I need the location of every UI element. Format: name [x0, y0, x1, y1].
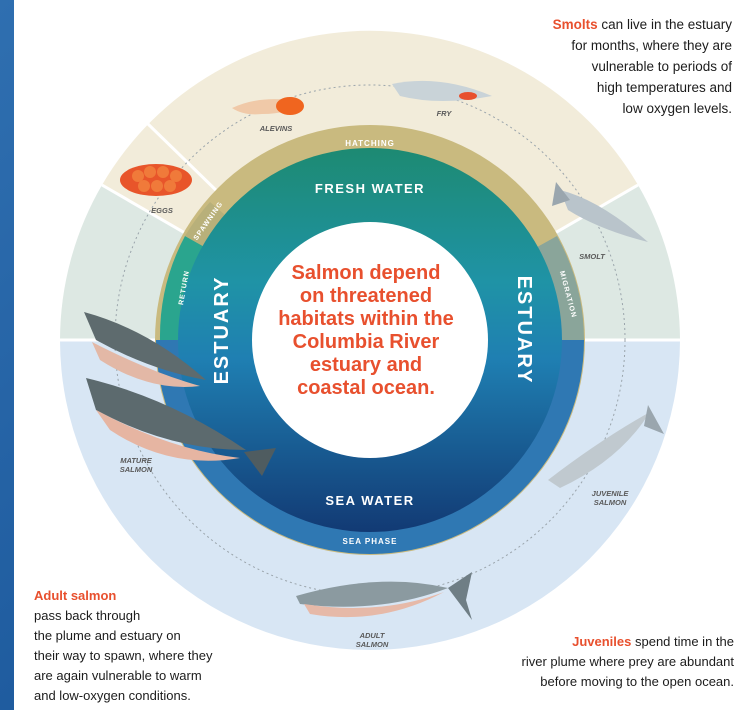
juveniles-text: spend time in the [634, 634, 734, 649]
juvenile-caption-1: JUVENILE [592, 489, 630, 498]
center-line: on threatened [299, 285, 433, 307]
alevin-illustration [232, 97, 304, 115]
adult-line: the plume and estuary on [34, 628, 181, 643]
smolts-line: for months, where they are [571, 38, 732, 53]
adult-salmon-callout: Adult salmon pass back through the plume… [34, 586, 264, 706]
juveniles-line: river plume where prey are abundant [521, 654, 734, 669]
alevins-caption: ALEVINS [259, 124, 293, 133]
hatching-label: HATCHING [345, 139, 395, 148]
smolts-highlight: Smolts [552, 17, 598, 32]
adult-illustration [296, 572, 472, 620]
smolts-line: high temperatures and [596, 80, 732, 95]
adult-line: and low-oxygen conditions. [34, 688, 191, 703]
juvenile-illustration [548, 405, 664, 488]
smolt-caption: SMOLT [579, 252, 606, 261]
center-line: coastal ocean. [297, 377, 435, 399]
adult-caption-1: ADULT [359, 631, 386, 640]
juvenile-caption-2: SALMON [594, 498, 627, 507]
adult-highlight: Adult salmon [34, 588, 117, 603]
estuary-right-label: ESTUARY [513, 276, 535, 385]
mature-caption-2: SALMON [120, 465, 153, 474]
adult-line: pass back through [34, 608, 141, 623]
center-circle [252, 222, 488, 458]
smolts-text: can live in the estuary [601, 17, 732, 32]
center-heading: Salmon depend on threatened habitats wit… [266, 262, 466, 400]
sea-water-label: SEA WATER [325, 493, 414, 508]
mature-caption-1: MATURE [120, 456, 153, 465]
sea-phase-label: SEA PHASE [343, 537, 398, 546]
adult-line: their way to spawn, where they [34, 648, 213, 663]
juveniles-highlight: Juveniles [572, 634, 632, 649]
juveniles-line: Juveniles spend time in the [434, 632, 734, 652]
fresh-water-label: FRESH WATER [315, 181, 425, 196]
center-line: Columbia River [292, 331, 440, 353]
smolts-line: low oxygen levels. [622, 101, 732, 116]
fry-caption: FRY [437, 109, 453, 118]
center-line: estuary and [309, 354, 423, 376]
adult-line: are again vulnerable to warm [34, 668, 202, 683]
smolts-callout: Smolts can live in the estuary for month… [432, 14, 732, 119]
juveniles-line: before moving to the open ocean. [540, 674, 734, 689]
estuary-left-label: ESTUARY [211, 276, 233, 385]
fry-illustration [392, 80, 492, 101]
eggs-caption: EGGS [151, 206, 173, 215]
smolt-illustration [552, 182, 648, 242]
center-line: Salmon depend [291, 262, 441, 284]
juveniles-callout: Juveniles spend time in the river plume … [434, 632, 734, 692]
center-line: habitats within the [278, 308, 454, 330]
smolts-line: Smolts can live in the estuary [432, 14, 732, 35]
smolts-line: vulnerable to periods of [591, 59, 732, 74]
eggs-illustration [120, 164, 192, 196]
mature-salmon-illustration [84, 312, 276, 476]
adult-caption-2: SALMON [356, 640, 389, 649]
